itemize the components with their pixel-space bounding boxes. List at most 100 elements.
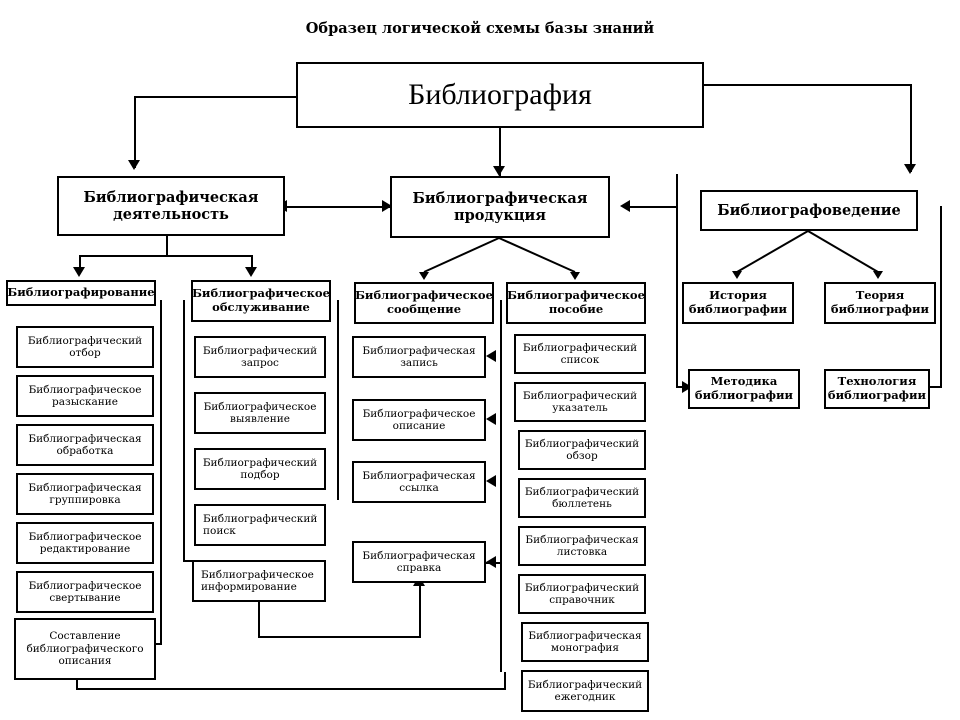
node-bibliografiya[interactable]: Библиография bbox=[296, 62, 704, 128]
connector-root-right-h bbox=[700, 84, 912, 86]
page-title: Образец логической схемы базы знаний bbox=[305, 20, 655, 37]
arrow-to-istoriya bbox=[732, 271, 742, 279]
connector-deyatelnost-produkciya bbox=[285, 206, 390, 208]
arrow-into-opisanie bbox=[486, 413, 496, 425]
connector-bottom-long bbox=[76, 688, 506, 690]
node-label: Библиографирование bbox=[7, 285, 155, 300]
connector-root-right-v bbox=[910, 84, 912, 172]
connector-root-left-v bbox=[134, 96, 136, 168]
arrow-root-to-bibliografovedenie bbox=[904, 164, 916, 174]
connector-root-left-h bbox=[134, 96, 300, 98]
arrow-to-soobshchenie bbox=[419, 272, 429, 280]
node-bibliografirovanie[interactable]: Библиографирование bbox=[6, 280, 156, 306]
connector-bv-left-v bbox=[676, 206, 678, 386]
arrow-to-posobie bbox=[570, 272, 580, 280]
node-label: Библиография bbox=[408, 78, 592, 112]
arrow-to-teoriya bbox=[873, 271, 883, 279]
connector-informirovanie-down bbox=[258, 600, 260, 638]
node-label: Библиографоведение bbox=[717, 201, 901, 219]
node-bibliografovedenie[interactable]: Библиографоведение bbox=[700, 190, 918, 231]
connector-bibliografovedenie-to-produkciya-v bbox=[676, 174, 678, 208]
arrow-to-bibliografirovanie bbox=[73, 267, 85, 277]
connector-bibliografovedenie-to-produkciya-h bbox=[628, 206, 678, 208]
connector-to-bibliografirovanie bbox=[79, 255, 81, 269]
connector-root-to-produkciya bbox=[499, 128, 501, 176]
arrow-into-spravka-right bbox=[486, 556, 496, 568]
arrow-root-to-produkciya bbox=[493, 166, 505, 176]
connector-informirovanie-h bbox=[258, 636, 421, 638]
spine-bibliografirovanie bbox=[160, 300, 162, 645]
connector-bv-right-v bbox=[940, 206, 942, 386]
arrow-root-to-deyatelnost bbox=[128, 160, 140, 170]
spine-posobie bbox=[500, 300, 502, 672]
arrow-to-produkciya-right bbox=[620, 200, 630, 212]
arrow-deyatelnost-to-produkciya bbox=[382, 200, 392, 212]
connector-bottom-right-up bbox=[504, 672, 506, 690]
spine-obsluzhivanie-foot bbox=[183, 560, 195, 562]
